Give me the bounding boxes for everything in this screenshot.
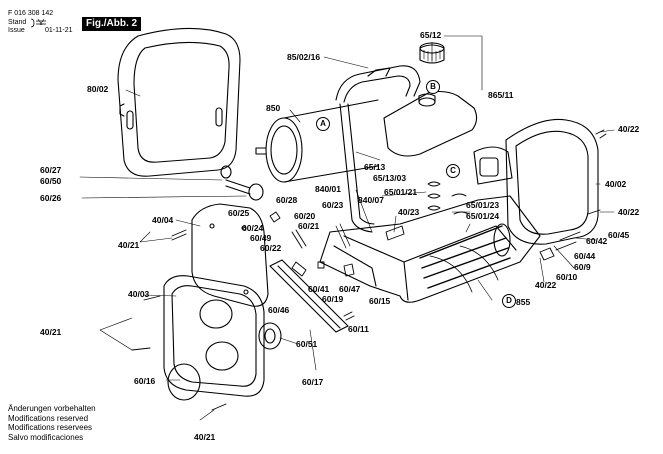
label-60-27: 60/27 [40, 165, 62, 175]
small-fasteners [131, 129, 607, 411]
label-80-02: 80/02 [87, 84, 109, 94]
label-865-11: 865/11 [488, 90, 514, 100]
side-plate-40-04 [191, 203, 269, 307]
issue-label: Issue [8, 27, 25, 34]
label-40-03: 40/03 [128, 289, 150, 299]
modification-notes: Änderungen vorbehalten Modifications res… [8, 404, 96, 442]
label-60-10: 60/10 [556, 272, 578, 282]
leader-lines [79, 35, 615, 421]
callout-c: C [446, 164, 460, 178]
label-60-15: 60/15 [369, 296, 391, 306]
rail-60-17 [269, 259, 349, 333]
tank-housing [383, 90, 478, 157]
label-60-50: 60/50 [40, 176, 62, 186]
handle-865-11 [335, 65, 421, 233]
stand-label: Stand [8, 19, 27, 26]
label-60-19: 60/19 [322, 294, 344, 304]
chassis-840-01 [319, 195, 541, 303]
label-60-21: 60/21 [298, 221, 320, 231]
label-60-16: 60/16 [134, 376, 156, 386]
issue-date: 01-11-21 [45, 27, 73, 34]
label-60-17: 60/17 [302, 377, 324, 387]
label-40-21-upper: 40/21 [118, 240, 140, 250]
label-65-01-24: 65/01/24 [466, 211, 500, 221]
label-65-13-03: 65/13/03 [373, 173, 407, 183]
callout-a: A [316, 117, 330, 131]
label-60-45: 60/45 [608, 230, 630, 240]
blade-cylinder-855 [419, 223, 511, 293]
label-840-07: 840/07 [358, 195, 384, 205]
label-40-02: 40/02 [605, 179, 627, 189]
knob-60-26 [220, 165, 264, 201]
label-60-22: 60/22 [260, 243, 282, 253]
label-40-22-right: 40/22 [618, 207, 640, 217]
label-60-9: 60/9 [574, 262, 591, 272]
label-60-41: 60/41 [308, 284, 330, 294]
label-60-26: 60/26 [40, 193, 62, 203]
label-85-02-16: 85/02/16 [287, 52, 321, 62]
label-40-22-top: 40/22 [618, 124, 640, 134]
label-840-01: 840/01 [315, 184, 341, 194]
outer-plate-40-03 [163, 275, 265, 397]
callout-d: D [502, 294, 516, 308]
figure-label: Fig./Abb. 2 [82, 17, 142, 31]
label-60-20: 60/20 [294, 211, 316, 221]
note-de: Änderungen vorbehalten [8, 404, 96, 413]
label-850: 850 [266, 103, 281, 113]
label-60-44: 60/44 [574, 251, 596, 261]
label-65-12: 65/12 [420, 30, 442, 40]
cover-80-02 [117, 27, 241, 177]
label-60-24: 60/24 [242, 223, 264, 233]
label-855: 855 [516, 297, 531, 307]
right-frame-40-02 [473, 118, 599, 245]
washer-60-51 [258, 322, 282, 350]
label-60-25: 60/25 [228, 208, 250, 218]
callout-b: B [426, 80, 440, 94]
label-60-11: 60/11 [348, 324, 369, 334]
label-60-42: 60/42 [586, 236, 608, 246]
label-40-21-lower: 40/21 [194, 432, 216, 442]
label-40-22-bottom: 40/22 [535, 280, 557, 290]
label-65-01-23: 65/01/23 [466, 200, 500, 210]
note-es: Salvo modificaciones [8, 432, 84, 442]
note-fr: Modifications reservees [8, 423, 93, 432]
label-60-28: 60/28 [276, 195, 298, 205]
note-en: Modifications reserved [8, 413, 89, 423]
label-60-51: 60/51 [296, 339, 318, 349]
label-60-49: 60/49 [250, 233, 272, 243]
label-40-21-middle: 40/21 [40, 327, 62, 337]
label-60-46: 60/46 [268, 305, 290, 315]
label-40-04: 40/04 [152, 215, 174, 225]
document-number: F 016 308 142 [8, 10, 54, 17]
label-65-01-21: 65/01/21 [384, 187, 418, 197]
label-60-23: 60/23 [322, 200, 344, 210]
motor-850 [255, 99, 379, 183]
label-60-47: 60/47 [339, 284, 361, 294]
disk-60-16 [167, 363, 201, 401]
label-40-23: 40/23 [398, 207, 420, 217]
label-65-13: 65/13 [364, 162, 386, 172]
